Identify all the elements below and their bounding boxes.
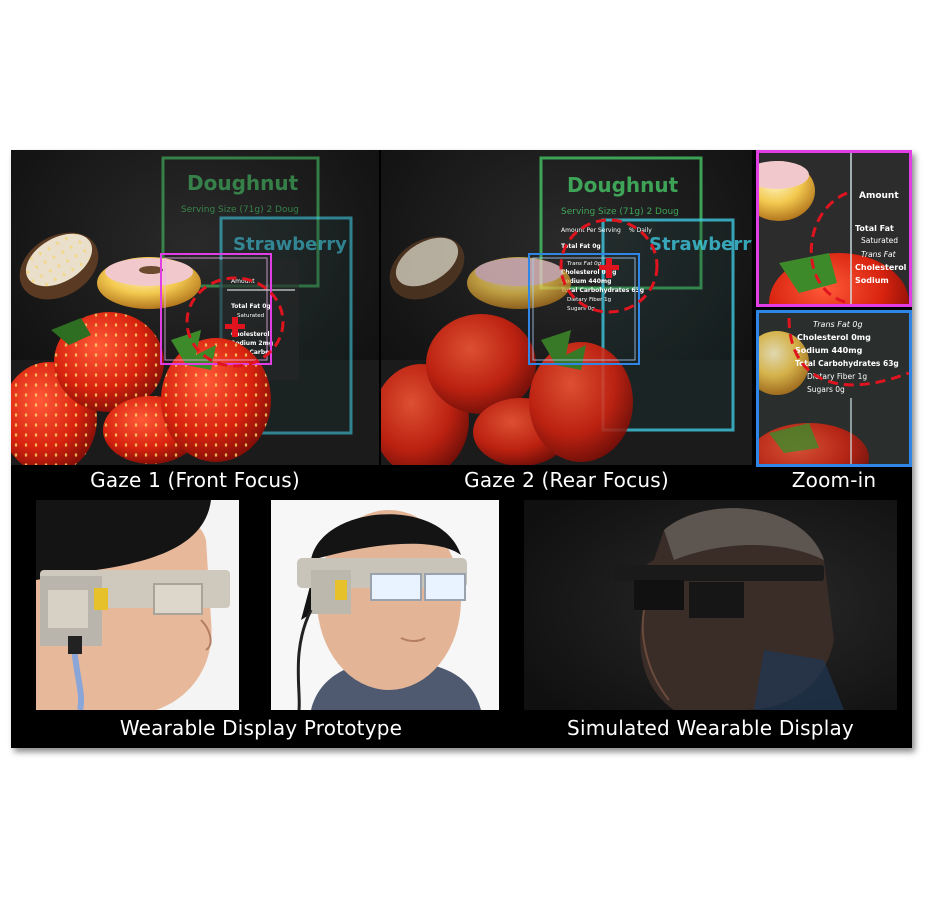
svg-text:Total Carbohydrates 63g: Total Carbohydrates 63g (795, 359, 899, 368)
svg-text:Serving Size (71g) 2 Doug: Serving Size (71g) 2 Doug (181, 205, 299, 215)
svg-text:Total Fat 0g: Total Fat 0g (561, 243, 601, 250)
zoom-in-rear: Trans Fat 0g Cholesterol 0mg Sodium 440m… (756, 310, 912, 467)
svg-text:Saturated: Saturated (237, 313, 264, 319)
crosshair-plus-icon (599, 258, 619, 278)
svg-text:Trans Fat 0g: Trans Fat 0g (813, 320, 863, 329)
svg-text:Dietary Fiber 1g: Dietary Fiber 1g (807, 372, 867, 381)
svg-text:Strawberry: Strawberry (649, 234, 752, 255)
doughnut-label-card: Doughnut Serving Size (71g) 2 Doug (539, 156, 703, 290)
svg-text:Dietary Fiber 1g: Dietary Fiber 1g (567, 297, 611, 303)
svg-text:Sugars 0g: Sugars 0g (567, 306, 595, 312)
zoom-in-front: Amount Total Fat Saturated Trans Fat Cho… (756, 150, 912, 307)
svg-text:Sodium 440mg: Sodium 440mg (561, 278, 611, 285)
svg-text:Cholesterol 0mg: Cholesterol 0mg (561, 269, 616, 276)
svg-text:Cholesterol: Cholesterol (855, 263, 907, 272)
simulated-caption: Simulated Wearable Display (567, 716, 854, 740)
gaze2-photo: Doughnut Serving Size (71g) 2 Doug Straw… (381, 150, 752, 465)
svg-text:Trans Fat 0g: Trans Fat 0g (567, 261, 602, 267)
svg-text:Amount: Amount (859, 191, 899, 201)
gaze2-caption: Gaze 2 (Rear Focus) (464, 468, 669, 492)
doughnut-label-card: Doughnut Serving Size (71g) 2 Doug (161, 156, 320, 288)
prototype-caption: Wearable Display Prototype (119, 716, 403, 740)
gaze1-caption: Gaze 1 (Front Focus) (90, 468, 300, 492)
svg-text:Total Fat: Total Fat (855, 224, 894, 233)
svg-text:Cholesterol 0mg: Cholesterol 0mg (797, 333, 871, 342)
svg-text:Serving Size (71g) 2 Doug: Serving Size (71g) 2 Doug (561, 207, 679, 217)
gaze1-box (160, 253, 272, 365)
svg-text:Sodium: Sodium (855, 276, 889, 285)
svg-text:Cholesterol: Cholesterol (231, 331, 270, 338)
svg-text:Total Carbohydrates 63g: Total Carbohydrates 63g (561, 287, 644, 294)
figure: Doughnut Serving Size (71g) 2 Doug Straw… (11, 150, 912, 748)
zoom-caption: Zoom-in (791, 468, 877, 492)
doughnuts (389, 236, 571, 309)
svg-text:Sodium 2mg: Sodium 2mg (231, 340, 273, 347)
crosshair-plus-icon (225, 317, 245, 337)
simulated-display-photo (524, 500, 897, 710)
prototype-front-photo (271, 500, 499, 710)
strawberry-title: Strawberry (233, 234, 347, 255)
svg-text:Doughnut: Doughnut (567, 173, 679, 197)
svg-text:Amount Per Serving: Amount Per Serving (561, 227, 621, 234)
svg-text:Sugars 0g: Sugars 0g (807, 385, 845, 394)
gaze2-box (528, 253, 640, 365)
rear-nutrition-label: Amount Per Serving % Daily Total Fat 0g … (561, 227, 652, 312)
dashed-circle-icon (185, 276, 285, 368)
dashed-circle-icon (559, 218, 659, 314)
svg-text:Trans Fat: Trans Fat (861, 250, 897, 259)
svg-text:Saturated: Saturated (861, 236, 898, 245)
prototype-profile-photo (36, 500, 239, 710)
strawberries (381, 314, 633, 465)
svg-text:Total Fat 0g: Total Fat 0g (231, 303, 271, 310)
svg-text:% Daily: % Daily (629, 227, 652, 234)
gaze1-photo: Doughnut Serving Size (71g) 2 Doug Straw… (11, 150, 379, 465)
svg-text:Amount: Amount (231, 278, 255, 285)
svg-text:Sodium 440mg: Sodium 440mg (795, 346, 863, 355)
doughnuts (19, 232, 201, 309)
doughnut-title: Doughnut (187, 171, 299, 195)
